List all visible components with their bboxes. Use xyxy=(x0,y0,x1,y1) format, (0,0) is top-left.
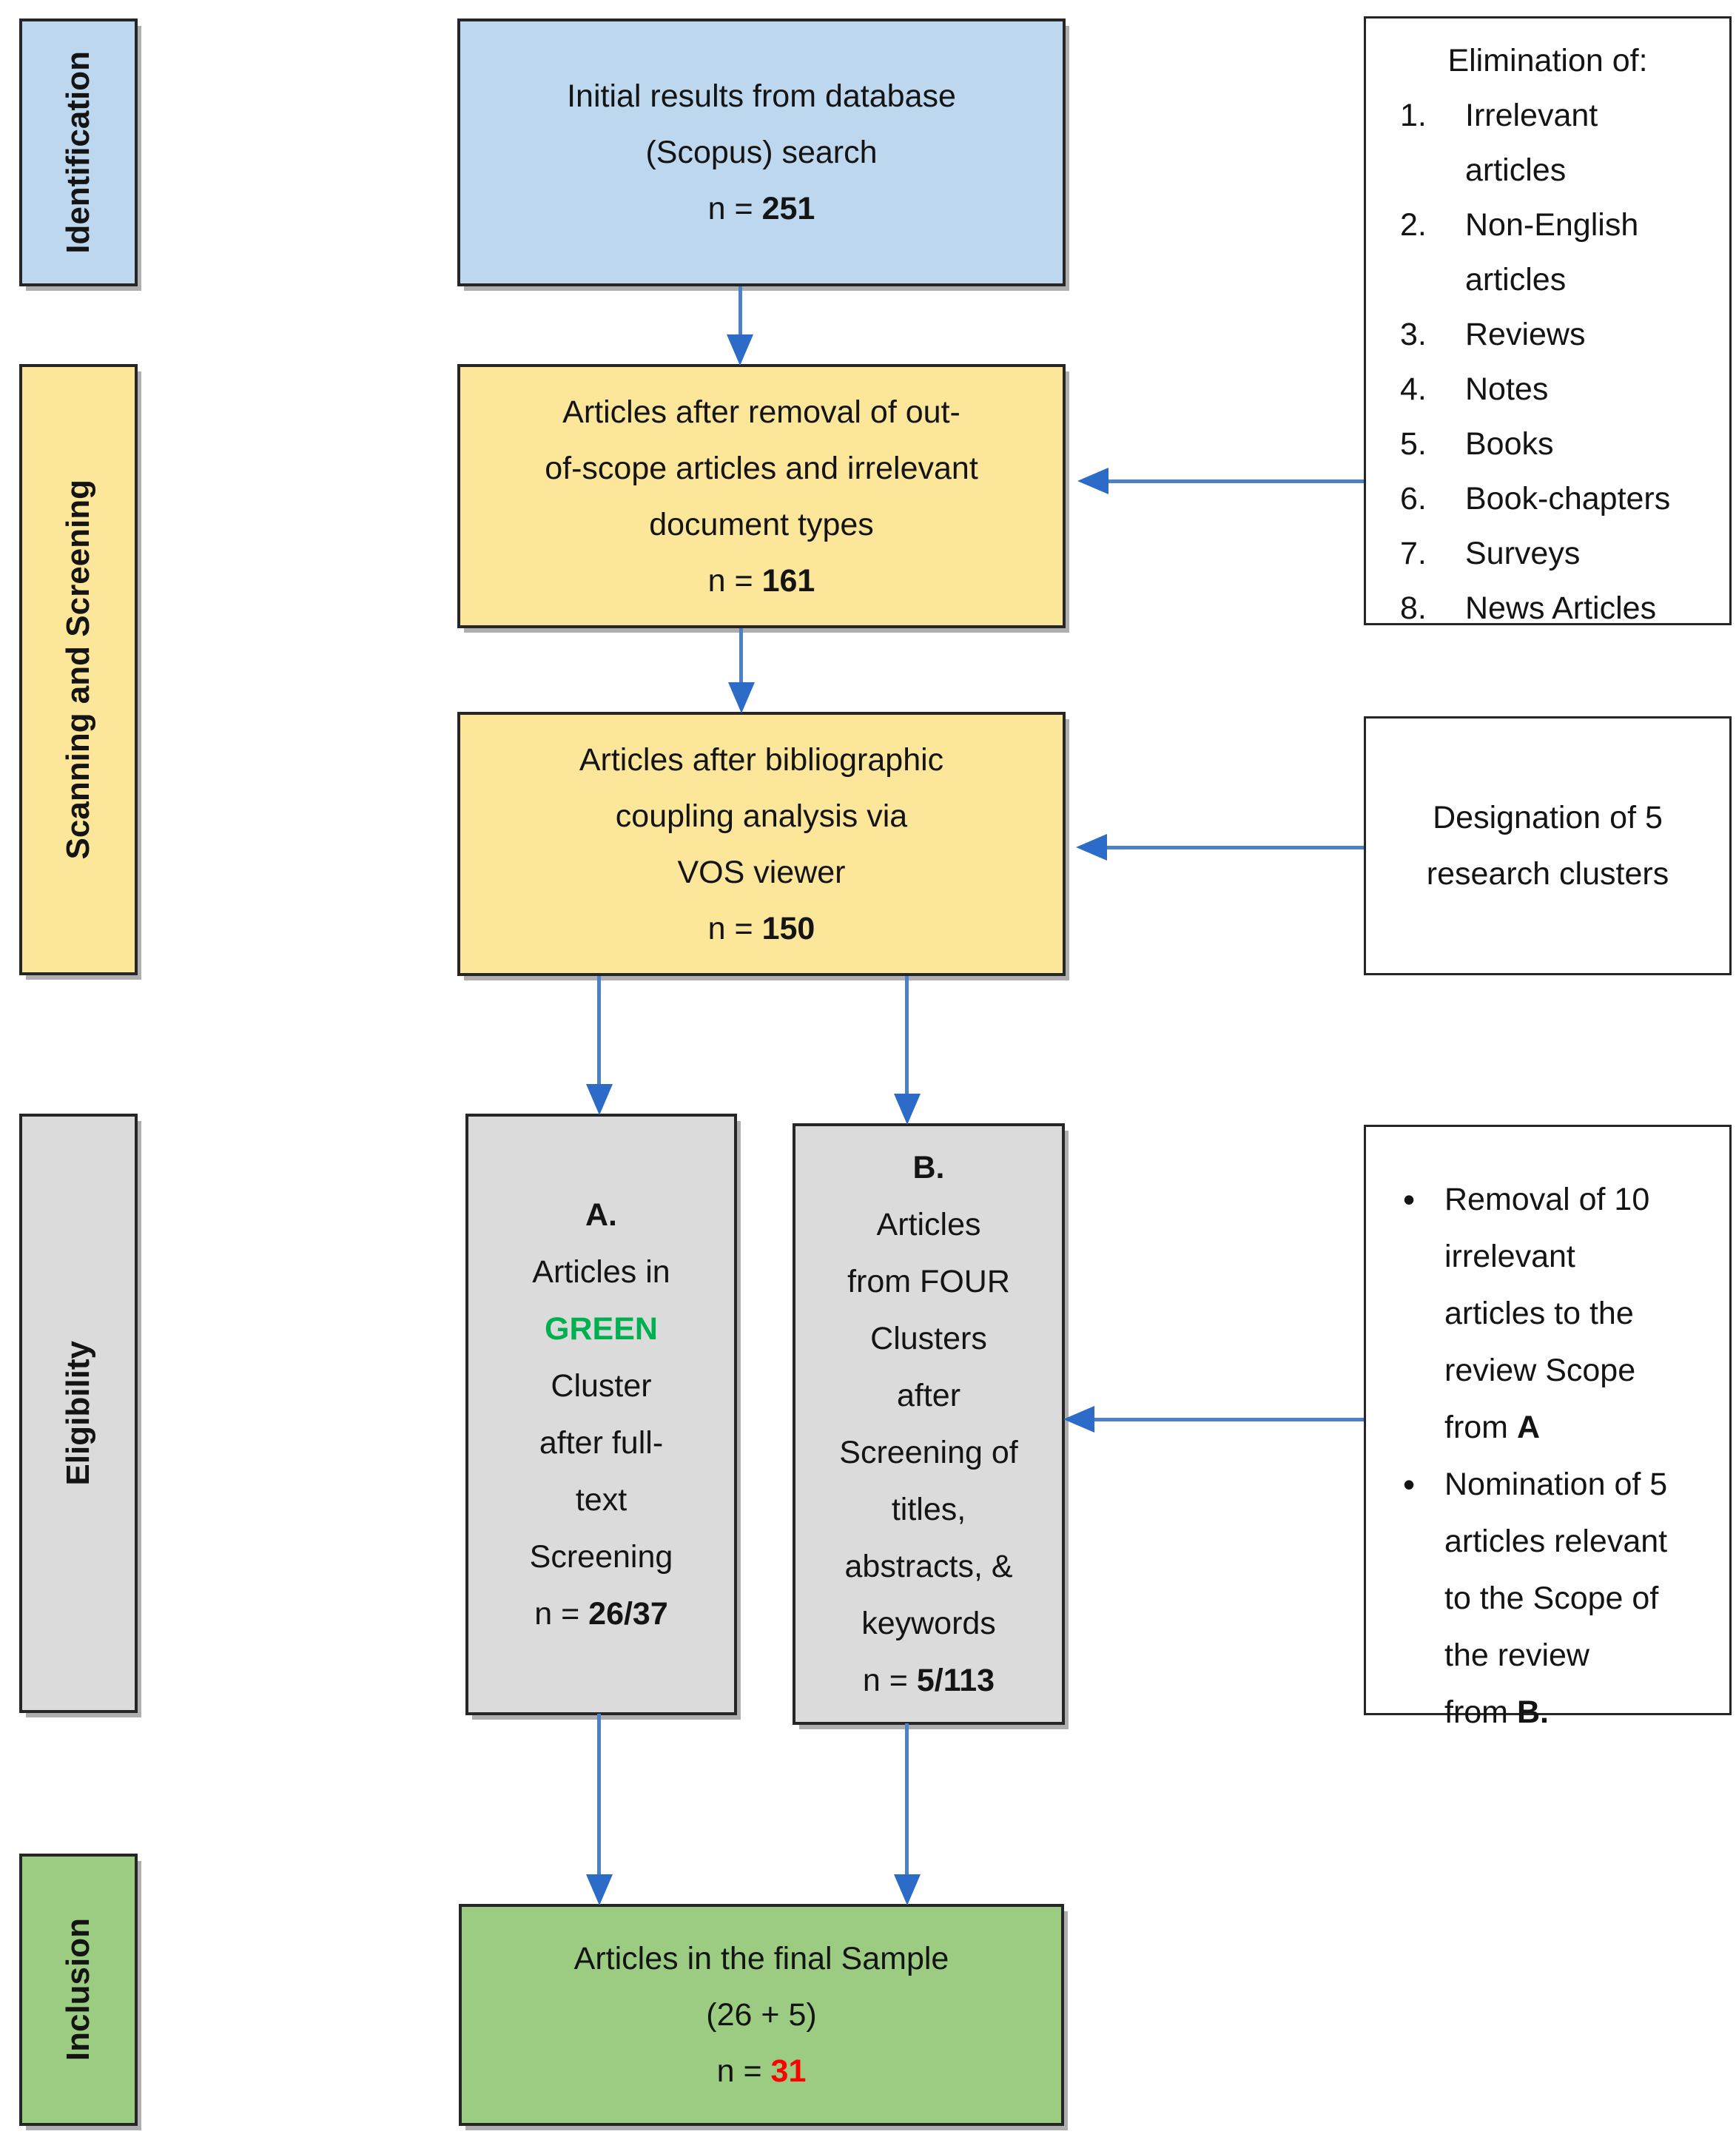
coupling-line2: coupling analysis via xyxy=(615,798,908,834)
stage-box-identification: Identification xyxy=(19,18,138,286)
stage-label-identification: Identification xyxy=(60,51,96,254)
arrow-cluster-b-to-final-line xyxy=(905,1723,909,1876)
cluster-b-line4: after xyxy=(896,1377,961,1413)
cluster-b-heading: B. xyxy=(912,1149,945,1185)
stage-label-scanning-screening: Scanning and Screening xyxy=(60,479,96,860)
initial-results-line1: Initial results from database xyxy=(567,78,956,114)
final-sample-n-value: 31 xyxy=(770,2053,807,2089)
arrow-eligibility-to-cluster-b-line xyxy=(1093,1418,1364,1421)
final-sample-line2: (26 + 5) xyxy=(706,1997,817,2033)
arrow-designation-to-coupling-head xyxy=(1076,834,1107,861)
stage-label-eligibility: Eligibility xyxy=(60,1341,96,1486)
initial-results-n-value: 251 xyxy=(761,191,815,226)
removal-line2: of-scope articles and irrelevant xyxy=(545,450,978,486)
final-sample-box: Articles in the final Sample (26 + 5) n … xyxy=(459,1904,1064,2126)
elimination-item-3: 3. Reviews xyxy=(1400,317,1586,352)
eligibility-note-box: • Removal of 10 irrelevant articles to t… xyxy=(1364,1125,1732,1730)
cluster-b-line2: from FOUR xyxy=(847,1263,1010,1299)
designation-line2: research clusters xyxy=(1426,856,1669,892)
arrow-elimination-to-removal-line xyxy=(1107,479,1364,483)
stage-box-eligibility: Eligibility xyxy=(19,1114,138,1713)
arrow-initial-to-removal-line xyxy=(739,286,742,336)
cluster-b-line5: Screening of xyxy=(839,1434,1018,1470)
eligibility-bullet-2: • Nomination of 5 articles relevant to t… xyxy=(1366,1456,1729,1741)
arrow-elimination-to-removal-head xyxy=(1077,468,1108,494)
eligibility-bullet-1: • Removal of 10 irrelevant articles to t… xyxy=(1366,1171,1729,1456)
arrow-coupling-to-cluster-b-line xyxy=(905,976,909,1095)
cluster-a-line2: Cluster xyxy=(551,1367,652,1404)
coupling-line3: VOS viewer xyxy=(677,854,846,890)
arrow-eligibility-to-cluster-b-head xyxy=(1063,1406,1094,1433)
arrow-cluster-b-to-final-head xyxy=(894,1874,921,1905)
cluster-b-n-value: 5/113 xyxy=(916,1662,995,1698)
initial-results-box: Initial results from database (Scopus) s… xyxy=(457,18,1066,286)
removal-box: Articles after removal of out- of-scope … xyxy=(457,364,1066,628)
arrow-coupling-to-cluster-b-head xyxy=(894,1094,921,1125)
cluster-a-heading: A. xyxy=(585,1197,617,1233)
bullet-icon: • xyxy=(1403,1180,1416,1219)
coupling-line1: Articles after bibliographic xyxy=(579,741,944,778)
elimination-item-4: 4. Notes xyxy=(1400,371,1549,407)
cluster-a-line3: after full- xyxy=(539,1424,664,1461)
cluster-b-line1: Articles xyxy=(876,1206,981,1242)
coupling-box: Articles after bibliographic coupling an… xyxy=(457,712,1066,976)
removal-count: n = 161 xyxy=(707,562,815,599)
coupling-n-value: 150 xyxy=(761,910,815,946)
cluster-a-line5: Screening xyxy=(529,1538,673,1575)
removal-n-value: 161 xyxy=(761,562,815,599)
stage-box-inclusion: Inclusion xyxy=(19,1854,138,2126)
cluster-b-line6: titles, xyxy=(891,1491,966,1527)
final-sample-line1: Articles in the final Sample xyxy=(573,1941,949,1976)
arrow-removal-to-coupling-head xyxy=(728,682,755,713)
elimination-item-6: 6. Book-chapters xyxy=(1400,481,1671,516)
elimination-item-8: 8. News Articles xyxy=(1400,590,1657,626)
cluster-b-line8: keywords xyxy=(861,1605,996,1641)
cluster-a-n-value: 26/37 xyxy=(588,1595,668,1632)
designation-note-box: Designation of 5 research clusters xyxy=(1364,716,1732,975)
arrow-removal-to-coupling-line xyxy=(739,628,743,684)
arrow-coupling-to-cluster-a-line xyxy=(597,976,601,1086)
bullet-icon: • xyxy=(1403,1465,1416,1504)
coupling-count: n = 150 xyxy=(707,910,815,946)
elimination-item-7: 7. Surveys xyxy=(1400,536,1581,571)
cluster-b-count: n = 5/113 xyxy=(862,1662,995,1698)
arrow-initial-to-removal-head xyxy=(727,334,753,366)
arrow-cluster-a-to-final-head xyxy=(586,1874,613,1905)
initial-results-line2: (Scopus) search xyxy=(645,135,878,170)
arrow-designation-to-coupling-line xyxy=(1106,846,1364,849)
stage-box-scanning-screening: Scanning and Screening xyxy=(19,364,138,975)
cluster-a-line1: Articles in xyxy=(532,1253,670,1290)
elimination-title: Elimination of: xyxy=(1447,43,1648,78)
arrow-cluster-a-to-final-line xyxy=(597,1714,601,1876)
elimination-item-5: 5. Books xyxy=(1400,426,1554,462)
cluster-a-box: A. Articles in GREEN Cluster after full-… xyxy=(465,1114,737,1715)
removal-line1: Articles after removal of out- xyxy=(562,394,960,430)
cluster-a-highlight: GREEN xyxy=(545,1310,658,1347)
final-sample-count: n = 31 xyxy=(716,2053,807,2089)
stage-label-inclusion: Inclusion xyxy=(60,1918,96,2062)
cluster-a-count: n = 26/37 xyxy=(534,1595,668,1632)
cluster-a-line4: text xyxy=(575,1481,628,1518)
arrow-coupling-to-cluster-a-head xyxy=(586,1084,613,1115)
initial-results-count: n = 251 xyxy=(707,191,815,226)
cluster-b-line7: abstracts, & xyxy=(844,1548,1013,1584)
removal-line3: document types xyxy=(649,506,874,542)
cluster-b-line3: Clusters xyxy=(870,1320,987,1356)
designation-line1: Designation of 5 xyxy=(1433,800,1663,835)
cluster-b-box: B. Articles from FOUR Clusters after Scr… xyxy=(793,1123,1065,1725)
